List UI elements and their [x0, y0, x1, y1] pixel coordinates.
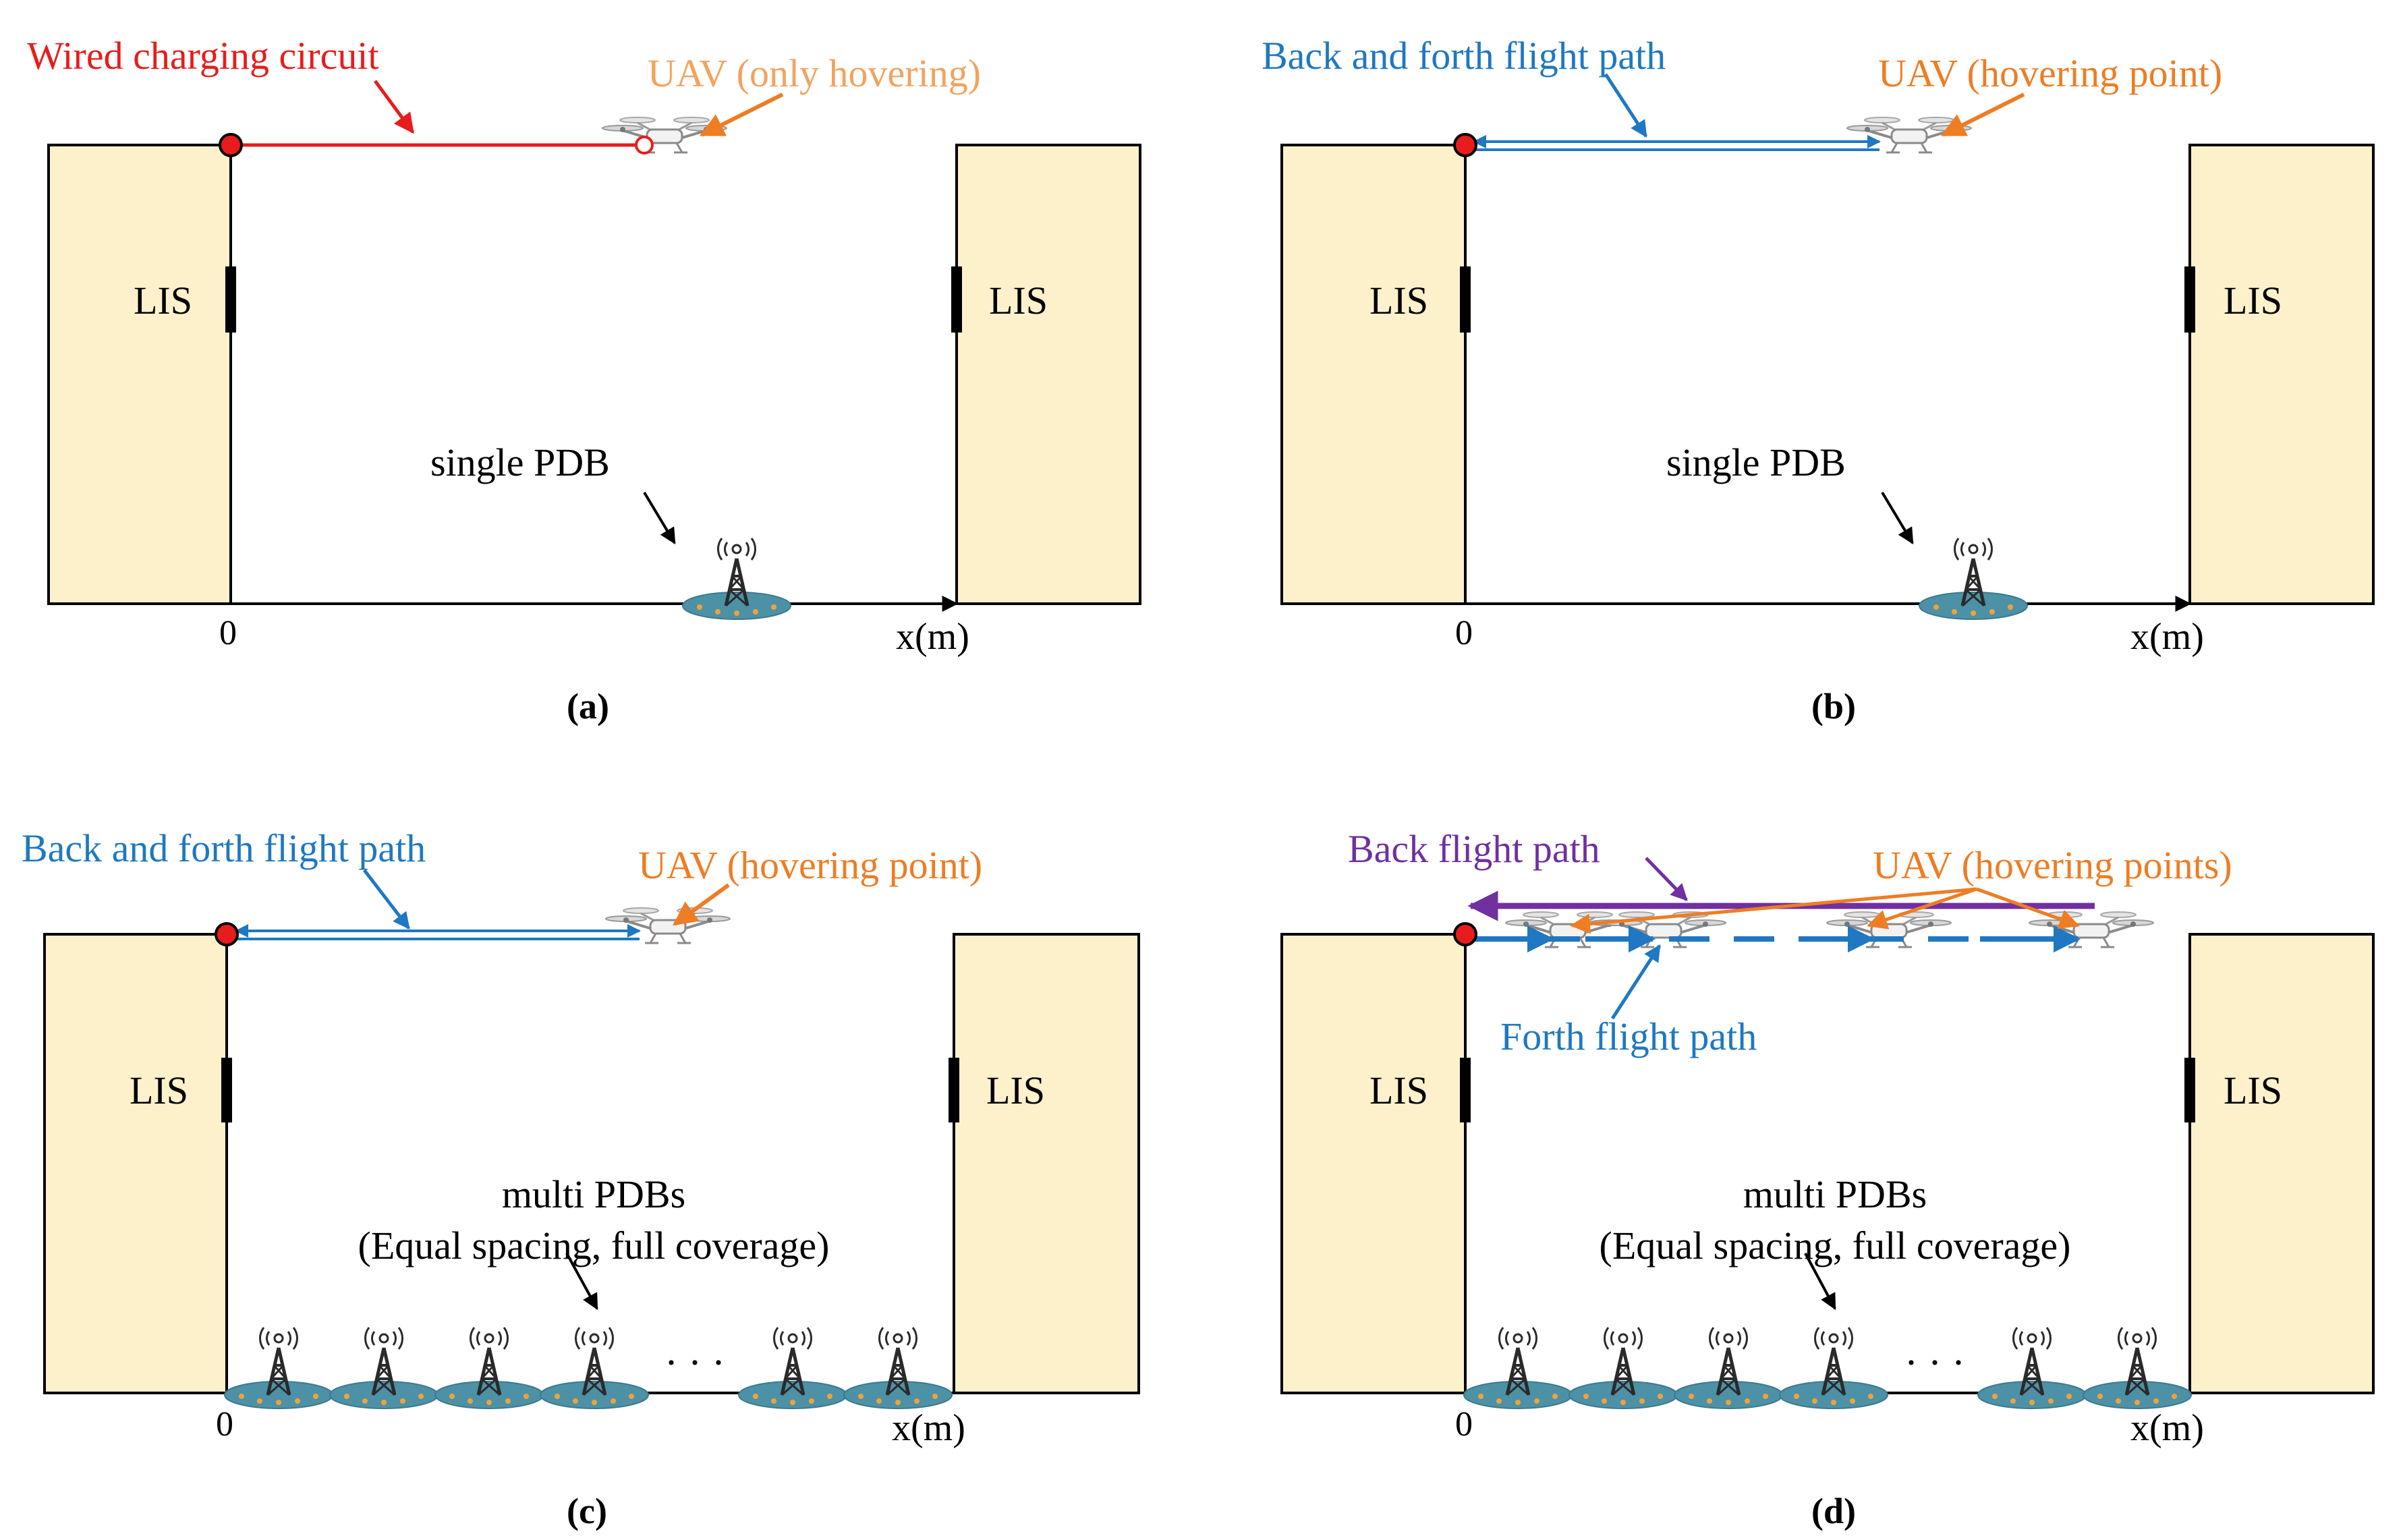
building-left — [43, 933, 228, 1394]
panel-caption: (a) — [567, 686, 609, 726]
lis-label-left: LIS — [1369, 1068, 1428, 1112]
uav-label: UAV (hovering points) — [1873, 843, 2232, 887]
pdb-label-line-1: multi PDBs — [502, 1172, 685, 1216]
lis-panel-left — [1460, 266, 1471, 333]
node-dot-icon — [215, 922, 239, 946]
uav-pointer-arrow — [1867, 887, 1977, 930]
building-left — [1280, 144, 1467, 605]
back-path-pointer-arrow — [1645, 857, 1688, 901]
uav-label: UAV (only hovering) — [648, 51, 981, 95]
uav-pointer-arrow — [699, 92, 784, 137]
uav-drone-icon — [1504, 911, 1631, 948]
lis-panel-left — [225, 266, 236, 333]
panel-d: Back flight path UAV (hovering points) F… — [1280, 827, 2375, 1531]
forth-path-label: Forth flight path — [1500, 1015, 1757, 1058]
axis-label: x(m) — [896, 616, 969, 658]
node-dot-icon — [1453, 133, 1477, 157]
building-right — [953, 933, 1140, 1394]
panel-a: Wired charging circuit UAV (only hoverin… — [27, 34, 1141, 726]
pdb-tower-icon — [1674, 1328, 1782, 1408]
building-left — [1280, 933, 1467, 1394]
pdb-ellipsis: · · · — [1904, 1340, 1965, 1385]
forth-path-pointer-arrow — [1610, 944, 1662, 1020]
building-left — [47, 144, 232, 605]
panel-b: Back and forth flight path UAV (hovering… — [1262, 34, 2375, 726]
lis-panel-left — [1460, 1058, 1471, 1122]
axis-label: x(m) — [892, 1407, 965, 1449]
building-right — [2188, 144, 2375, 605]
path-label: Back and forth flight path — [22, 826, 426, 870]
pdb-label: single PDB — [430, 440, 610, 484]
lis-label-right: LIS — [2224, 279, 2282, 322]
uav-label: UAV (hovering point) — [1878, 51, 2222, 95]
lis-label-right: LIS — [986, 1068, 1045, 1112]
panel-caption: (c) — [567, 1491, 607, 1531]
origin-label: 0 — [1455, 614, 1473, 652]
pdb-tower-icon — [844, 1328, 952, 1408]
panel-caption: (b) — [1811, 686, 1856, 726]
pdb-ellipsis: · · · — [665, 1340, 725, 1385]
pdb-tower-icon — [540, 1328, 648, 1408]
path-label: Back and forth flight path — [1262, 34, 1666, 78]
path-pointer-arrow — [1604, 73, 1648, 138]
axis-label: x(m) — [2130, 1407, 2204, 1449]
pdb-tower-icon — [1780, 1328, 1888, 1408]
origin-label: 0 — [1455, 1405, 1473, 1444]
pdb-tower-icon — [1919, 538, 2027, 619]
lis-panel-right — [951, 266, 962, 333]
uav-drone-icon — [601, 116, 728, 154]
lis-panel-right — [949, 1058, 959, 1122]
uav-pointer-arrow — [1570, 887, 1977, 934]
node-dot-icon — [219, 133, 243, 157]
lis-label-left: LIS — [130, 1068, 188, 1112]
path-pointer-arrow — [363, 869, 410, 930]
pdb-label: single PDB — [1666, 440, 1846, 484]
circuit-label: Wired charging circuit — [27, 34, 379, 78]
lis-panel-right — [2184, 266, 2195, 333]
circuit-pointer-arrow — [373, 80, 415, 134]
pdb-tower-icon — [330, 1328, 438, 1408]
uav-pointer-arrow — [673, 883, 730, 926]
pdb-tower-icon — [2083, 1328, 2191, 1408]
pdb-pointer-arrow — [643, 491, 676, 545]
pdb-tower-icon — [683, 538, 791, 619]
uav-pointer-arrow — [1940, 92, 2025, 137]
axis-label: x(m) — [2130, 616, 2204, 658]
uav-label: UAV (hovering point) — [638, 843, 982, 887]
uav-anchor-ring — [635, 136, 654, 154]
pdb-tower-icon — [435, 1328, 543, 1408]
pdb-tower-icon — [225, 1328, 333, 1408]
lis-label-right: LIS — [989, 279, 1048, 322]
pdb-tower-icon — [1978, 1328, 2086, 1408]
uav-drone-icon — [1846, 116, 1973, 154]
building-right — [955, 144, 1141, 605]
lis-label-right: LIS — [2224, 1068, 2282, 1112]
panel-c: Back and forth flight path UAV (hovering… — [22, 826, 1140, 1531]
origin-label: 0 — [219, 614, 237, 652]
origin-label: 0 — [216, 1405, 233, 1444]
lis-panel-left — [221, 1058, 232, 1122]
lis-label-left: LIS — [134, 279, 192, 322]
uav-pointer-arrow — [1976, 887, 2080, 929]
panel-caption: (d) — [1811, 1491, 1856, 1531]
lis-label-left: LIS — [1369, 279, 1428, 322]
pdb-tower-icon — [739, 1328, 847, 1408]
back-path-label: Back flight path — [1348, 827, 1600, 871]
pdb-label-line-2: (Equal spacing, full coverage) — [1600, 1224, 2071, 1267]
pdb-tower-icon — [1569, 1328, 1677, 1408]
pdb-label-line-2: (Equal spacing, full coverage) — [358, 1224, 830, 1267]
uav-drone-icon — [2028, 911, 2155, 948]
node-dot-icon — [1453, 922, 1477, 946]
building-right — [2188, 933, 2375, 1394]
lis-panel-right — [2184, 1058, 2195, 1122]
pdb-label-line-1: multi PDBs — [1743, 1172, 1927, 1216]
pdb-pointer-arrow — [565, 1253, 598, 1311]
pdb-pointer-arrow — [1881, 491, 1914, 545]
pdb-tower-icon — [1464, 1328, 1572, 1408]
pdb-pointer-arrow — [1804, 1253, 1836, 1311]
